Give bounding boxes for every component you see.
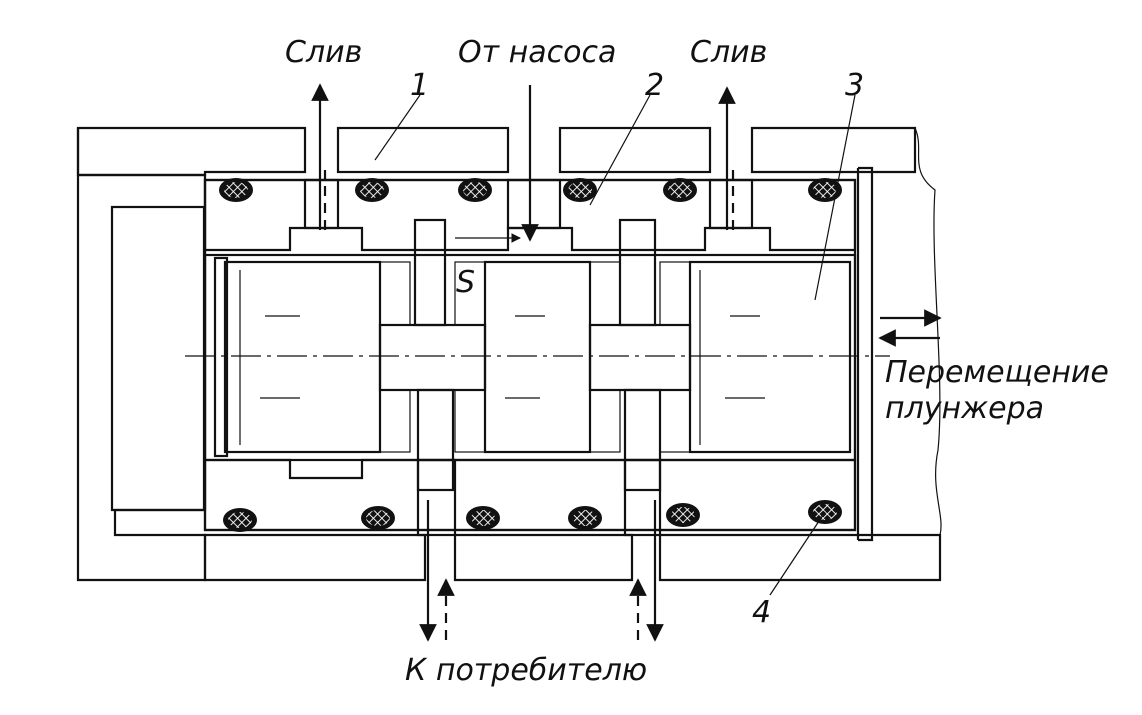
plunger-move-label-2: плунжера	[885, 391, 1044, 426]
to-consumer-label: К потребителю	[405, 653, 647, 688]
drain-right-label: Слив	[690, 35, 767, 70]
end-plug	[110, 205, 206, 512]
leader-lines	[374, 94, 856, 596]
drain-left-label: Слив	[285, 35, 362, 70]
plunger	[203, 166, 874, 542]
gap-label: S	[456, 265, 475, 300]
callout-4: 4	[752, 595, 771, 630]
flow-arrows	[311, 83, 942, 642]
gauge-pins	[413, 218, 662, 492]
plunger-move-label-1: Перемещение	[885, 355, 1109, 390]
from-pump-label: От насоса	[458, 35, 616, 70]
housing	[76, 126, 942, 582]
callout-2: 2	[645, 68, 664, 103]
callout-1: 1	[410, 68, 429, 103]
callout-3: 3	[845, 68, 864, 103]
o-rings	[219, 178, 842, 532]
